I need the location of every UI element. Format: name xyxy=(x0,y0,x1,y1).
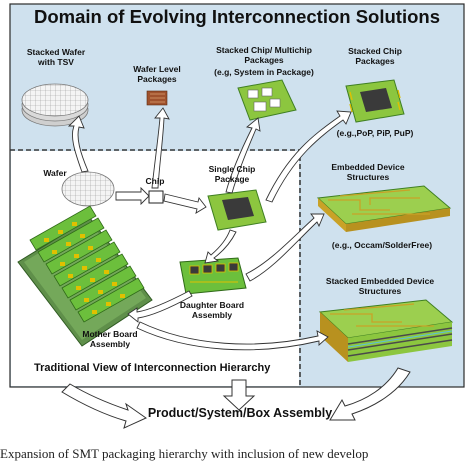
label-product-assembly: Product/System/Box Assembly xyxy=(147,406,333,420)
arrow-icon xyxy=(151,107,170,189)
wafer-icon xyxy=(61,171,115,207)
arrow-icon xyxy=(136,321,329,351)
label-daughter-board: Daughter Board Assembly xyxy=(179,300,245,320)
wafer-level-package-icon xyxy=(146,90,168,106)
diagram-title: Domain of Evolving Interconnection Solut… xyxy=(34,6,440,27)
arrow-icon xyxy=(265,110,352,203)
arrow-icon xyxy=(61,383,148,429)
label-stacked-wafer: Stacked Wafer with TSV xyxy=(26,47,86,67)
label-stacked-embedded: Stacked Embedded Device Structures xyxy=(325,276,435,296)
daughter-board-icon xyxy=(179,257,247,295)
chip-icon xyxy=(148,190,164,204)
arrow-icon xyxy=(163,193,207,214)
multichip-package-icon xyxy=(237,79,297,121)
label-stacked-multichip: Stacked Chip/ Multichip Packages xyxy=(216,45,312,65)
figure-caption: Expansion of SMT packaging hierarchy wit… xyxy=(0,446,369,461)
label-pop-example: (e.g.,PoP, PiP, PuP) xyxy=(336,128,414,138)
label-sip-example: (e.g, System in Package) xyxy=(214,67,314,77)
label-wafer-level: Wafer Level Packages xyxy=(133,64,181,84)
label-mother-board: Mother Board Assembly xyxy=(82,329,138,349)
arrows xyxy=(67,107,352,351)
mother-board-icon xyxy=(17,205,153,347)
arrow-icon xyxy=(329,367,411,421)
label-stacked-chip: Stacked Chip Packages xyxy=(348,46,402,66)
arrow-icon xyxy=(245,213,325,282)
arrow-icon xyxy=(225,117,261,194)
label-single-chip: Single Chip Package xyxy=(208,164,256,184)
arrow-icon xyxy=(67,115,89,173)
single-chip-package-icon xyxy=(207,189,267,231)
stacked-wafer-icon xyxy=(21,83,89,127)
stacked-chip-package-icon xyxy=(345,79,405,123)
arrow-icon xyxy=(204,229,237,264)
label-embedded: Embedded Device Structures xyxy=(331,162,405,182)
arrow-icon xyxy=(115,186,150,206)
label-wafer: Wafer xyxy=(43,168,67,178)
embedded-device-icon xyxy=(316,185,452,232)
label-traditional-view: Traditional View of Interconnection Hier… xyxy=(34,362,271,374)
label-occam-example: (e.g., Occam/SolderFree) xyxy=(331,240,433,250)
arrow-icon xyxy=(127,290,193,323)
stacked-embedded-device-icon xyxy=(318,299,454,362)
label-chip: Chip xyxy=(145,176,165,186)
arrow-icon xyxy=(222,379,256,411)
assembly-arrows xyxy=(61,367,411,429)
